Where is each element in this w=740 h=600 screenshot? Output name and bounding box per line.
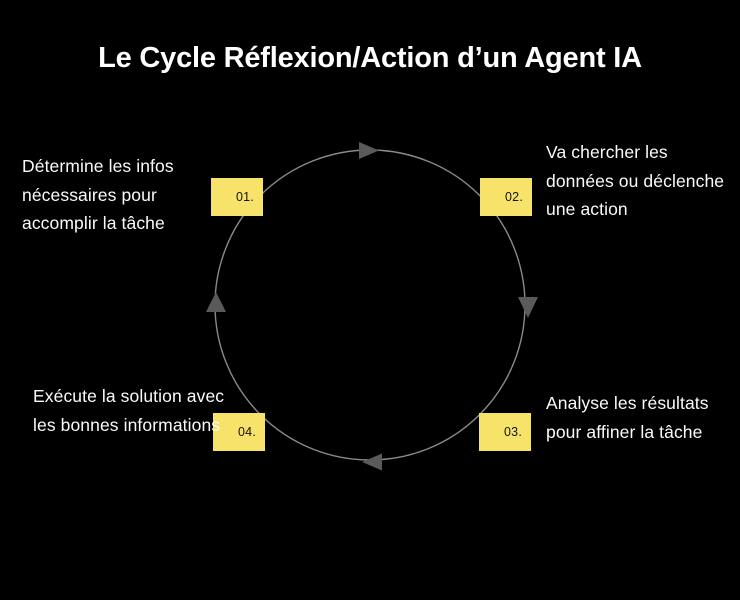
- step-text-02: Va chercher les données ou déclenche une…: [546, 142, 725, 219]
- step-text-01: Détermine les infos nécessaires pour acc…: [22, 156, 174, 233]
- step-badge-02[interactable]: 02.: [480, 178, 532, 216]
- step-text-04: Exécute la solution avec les bonnes info…: [33, 386, 225, 435]
- step-badge-04[interactable]: 04.: [213, 413, 265, 451]
- cycle-arrow-right-icon: [518, 297, 538, 318]
- step-badge-01[interactable]: 01.: [211, 178, 263, 216]
- page-title: Le Cycle Réflexion/Action d’un Agent IA: [98, 42, 642, 74]
- cycle-arrow-left-icon: [206, 292, 226, 312]
- step-text-03: Analyse les résultats pour affiner la tâ…: [546, 393, 709, 442]
- cycle-arrow-bottom-icon: [362, 453, 382, 471]
- cycle-arrow-top-icon: [359, 142, 379, 159]
- step-badge-03[interactable]: 03.: [479, 413, 531, 451]
